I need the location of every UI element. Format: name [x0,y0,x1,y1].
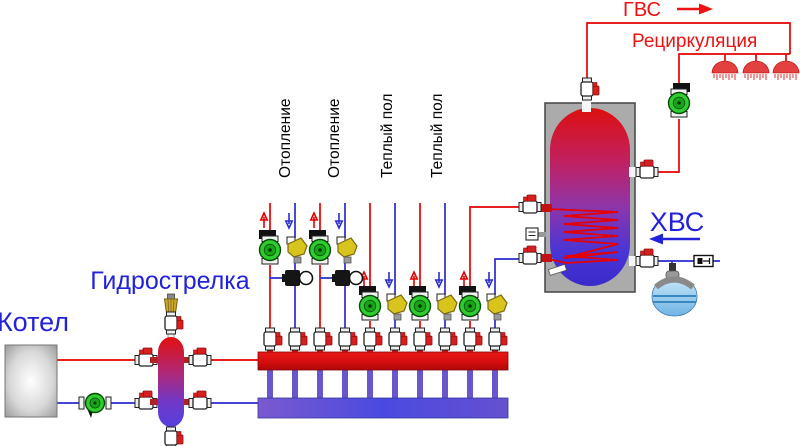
ball-valve-icon [488,327,508,351]
pump-icon [667,82,691,118]
return-manifold [257,397,509,419]
ball-valve-icon [388,327,408,351]
shower-icon [742,60,770,81]
circuit-label: Теплый пол [429,94,446,178]
pump-icon [408,285,432,321]
thermo-mixer-icon [331,269,364,287]
ball-valve-icon [518,194,542,214]
flow-down-arrow-icon [484,271,494,288]
circuit-label: Отопление [326,99,343,179]
expansion-tank-icon [651,263,698,317]
ball-valve-icon [438,327,458,351]
distribution-manifold [257,327,509,419]
ball-valve-icon [263,327,283,351]
ball-valve-icon [164,311,184,335]
recirculation-label: Рециркуляция [632,31,757,52]
ball-valve-icon [518,245,542,265]
pump-icon [358,285,382,321]
drain-valve-icon [164,426,184,446]
mixing-valve-icon [436,293,458,321]
dhw-arrow-icon [677,3,713,15]
mixing-valve-icon [336,236,358,264]
pump-icon [78,392,112,419]
ball-valve-icon [635,248,659,268]
mixing-valve-icon [286,236,308,264]
shower-icon [711,60,739,81]
circuit-label: Теплый пол [379,94,396,178]
mixing-valve-icon [386,293,408,321]
flow-down-arrow-icon [334,212,344,229]
ball-valve-icon [188,390,212,410]
ball-valve-icon [363,327,383,351]
flow-down-arrow-icon [384,271,394,288]
ball-valve-icon [188,347,212,367]
ball-valve-icon [413,327,433,351]
storage-tank [518,77,659,293]
flow-down-arrow-icon [434,271,444,288]
temperature-sensor-icon [525,227,546,241]
heating-coil [547,208,619,264]
manifold-tubes [267,370,498,398]
flow-up-arrow-icon [309,212,319,229]
pump-icon [458,285,482,321]
ball-valve-icon [338,327,358,351]
supply-manifold [257,351,509,371]
pump-icon [308,229,332,265]
cold-water-arrow-icon [649,233,700,245]
hydraulic-separator [150,293,212,446]
shower-icon [772,60,800,81]
ball-valve-icon [313,327,333,351]
boiler [4,344,58,418]
pump-icon [258,229,282,265]
drain-valve-icon [547,263,567,276]
mixing-valve-icon [486,293,508,321]
separator-label: Гидрострелка [90,267,249,295]
ball-valve-icon [635,159,659,179]
cold-water-label: ХВС [650,207,705,237]
flow-up-arrow-icon [409,271,419,288]
flow-up-arrow-icon [259,212,269,229]
ball-valve-icon [463,327,483,351]
dhw-label: ГВС [623,0,661,21]
circuit-label: Отопление [277,99,294,179]
ball-valve-icon [288,327,308,351]
boiler-label: Котел [0,307,69,337]
check-valve-icon [693,254,714,268]
flow-down-arrow-icon [284,212,294,229]
thermo-mixer-icon [281,269,314,287]
flow-up-arrow-icon [459,271,469,288]
ball-valve-icon [580,77,600,101]
